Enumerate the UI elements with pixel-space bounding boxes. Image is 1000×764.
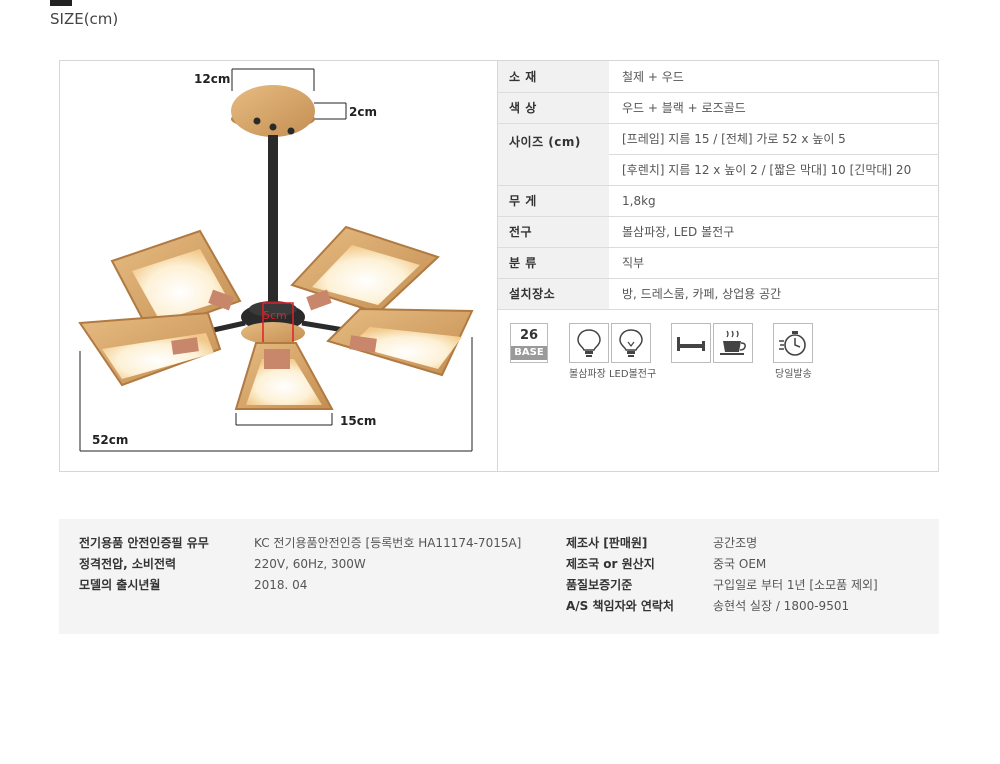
spec-value: [후렌치] 지름 12 x 높이 2 / [짧은 막대] 10 [긴막대] 20 xyxy=(609,154,939,186)
base-label: BASE xyxy=(511,346,547,360)
bulb-icon xyxy=(569,323,609,363)
info-value: KC 전기용품안전인증 [등록번호 HA11174-7015A] xyxy=(254,536,522,550)
spec-label: 전구 xyxy=(498,216,609,248)
spec-row: 전구 볼삼파장, LED 볼전구 xyxy=(498,216,939,248)
spec-label: 사이즈 (cm) xyxy=(498,123,609,186)
shade-back-right xyxy=(290,225,440,315)
spec-value: 볼삼파장, LED 볼전구 xyxy=(609,216,939,248)
info-label: 제조사 [판매원] xyxy=(566,536,648,550)
spec-row: 분 류 직부 xyxy=(498,247,939,279)
info-value: 220V, 60Hz, 300W xyxy=(254,557,366,571)
spec-row: 색 상 우드 + 블랙 + 로즈골드 xyxy=(498,92,939,124)
spec-label: 색 상 xyxy=(498,92,609,124)
delivery-label: 당일발송 xyxy=(775,369,812,380)
info-value: 공간조명 xyxy=(713,536,758,550)
shade-front-center xyxy=(234,342,334,410)
product-info-notice: 전기용품 안전인증필 유무 KC 전기용품안전인증 [등록번호 HA11174-… xyxy=(59,519,939,634)
spec-row: 무 게 1,8kg xyxy=(498,185,939,217)
spec-row: [후렌치] 지름 12 x 높이 2 / [짧은 막대] 10 [긴막대] 20 xyxy=(498,154,939,186)
bulb-label: 볼삼파장 LED볼전구 xyxy=(569,369,657,380)
spec-row: 소 재 철제 + 우드 xyxy=(498,61,939,93)
spec-box: 12cm 2cm 5cm 15cm 52cm 소 재 철제 + 우드 색 상 우… xyxy=(59,60,939,472)
timer-delivery-icon xyxy=(773,323,813,363)
info-value: 중국 OEM xyxy=(713,557,767,571)
bed-icon xyxy=(671,323,711,363)
chandelier-illustration: 12cm 2cm 5cm 15cm 52cm xyxy=(78,68,474,452)
spec-label: 분 류 xyxy=(498,247,609,279)
dim-hub: 5cm xyxy=(263,309,287,322)
dim-mount-diameter: 12cm xyxy=(194,72,230,86)
spec-value: 직부 xyxy=(609,247,939,279)
shade-front-right xyxy=(326,307,474,377)
spec-row: 사이즈 (cm) [프레임] 지름 15 / [전체] 가로 52 x 높이 5 xyxy=(498,123,939,186)
dim-total-width: 52cm xyxy=(92,433,128,447)
spec-value: 철제 + 우드 xyxy=(609,61,939,93)
info-label: A/S 책임자와 연락처 xyxy=(566,599,674,613)
dim-shade: 15cm xyxy=(340,414,376,428)
spec-value: 1,8kg xyxy=(609,185,939,217)
spec-label: 소 재 xyxy=(498,61,609,93)
product-image: 12cm 2cm 5cm 15cm 52cm xyxy=(60,61,498,471)
base-26-icon: 26 BASE xyxy=(510,323,548,363)
spec-label: 무 게 xyxy=(498,185,609,217)
spec-label: 설치장소 xyxy=(498,278,609,310)
spec-value: 우드 + 블랙 + 로즈골드 xyxy=(609,92,939,124)
info-value: 2018. 04 xyxy=(254,578,308,592)
shade-front-left xyxy=(78,311,222,387)
info-label: 품질보증기준 xyxy=(566,578,633,592)
info-label: 전기용품 안전인증필 유무 xyxy=(79,536,209,550)
dim-mount-height: 2cm xyxy=(349,105,377,119)
size-heading: SIZE(cm) xyxy=(50,10,119,28)
shade-back-left xyxy=(110,229,242,335)
spec-table: 소 재 철제 + 우드 색 상 우드 + 블랙 + 로즈골드 사이즈 (cm) … xyxy=(498,61,939,310)
base-number: 26 xyxy=(519,328,539,343)
spec-value: 방, 드레스룸, 카페, 상업용 공간 xyxy=(609,278,939,310)
spec-row: 설치장소 방, 드레스룸, 카페, 상업용 공간 xyxy=(498,278,939,310)
info-value: 송현석 실장 / 1800-9501 xyxy=(713,599,850,613)
feature-icons: 26 BASE 볼삼파장 LED볼전구 당일발송 xyxy=(498,309,939,399)
info-label: 정격전압, 소비전력 xyxy=(79,557,177,571)
info-value: 구입일로 부터 1년 [소모품 제외] xyxy=(713,578,878,592)
coffee-cup-icon xyxy=(713,323,753,363)
led-bulb-icon xyxy=(611,323,651,363)
heading-bar xyxy=(50,0,72,6)
spec-value: [프레임] 지름 15 / [전체] 가로 52 x 높이 5 xyxy=(609,123,939,155)
info-label: 모델의 출시년월 xyxy=(79,578,161,592)
info-label: 제조국 or 원산지 xyxy=(566,557,655,571)
